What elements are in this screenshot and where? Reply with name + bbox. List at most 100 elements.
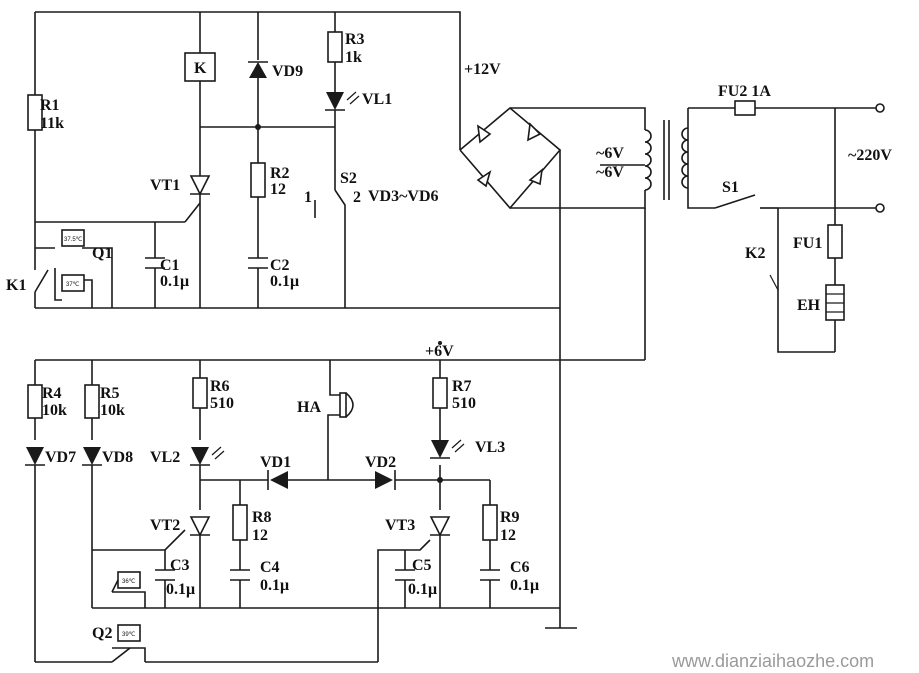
label-vd1: VD1 [260,454,291,471]
label-c5: C5 [412,557,432,574]
label-q2: Q2 [92,625,112,642]
value-c6: 0.1μ [510,577,539,594]
value-c1: 0.1μ [160,273,189,290]
label-s2-2: 2 [353,189,361,206]
diode-vd1 [267,470,288,490]
resistor-r6 [192,377,208,409]
label-r8: R8 [252,509,272,526]
ac-terminal-bottom [875,203,885,213]
value-c2: 0.1μ [270,273,299,290]
label-plus6v: +6V [425,343,454,360]
lower-wires [34,208,646,663]
value-c5: 0.1μ [408,581,437,598]
label-vl1: VL1 [362,91,392,108]
label-r5: R5 [100,385,120,402]
diode-vd7 [25,447,45,466]
label-c4: C4 [260,559,280,576]
label-vt3: VT3 [385,517,415,534]
label-37-5c: 37.5℃ [64,237,83,243]
label-r1: R1 [40,97,60,114]
label-s2: S2 [340,170,357,187]
bridge-wires [459,106,880,628]
label-36c: 36℃ [122,579,136,585]
resistor-r7 [432,377,448,409]
value-r2: 12 [270,181,286,198]
upper-wires [34,11,560,309]
label-r6: R6 [210,378,230,395]
label-vd2: VD2 [365,454,396,471]
thyristor-vt1 [189,168,211,196]
label-fu2: FU2 1A [718,83,771,100]
label-37c: 37℃ [66,282,80,288]
label-s1: S1 [722,179,739,196]
label-c1: C1 [160,257,180,274]
label-220v: ~220V [848,147,892,164]
label-39c: 39℃ [122,632,136,638]
label-r3: R3 [345,31,365,48]
bridge-diodes [476,122,544,188]
resistor-r3 [327,31,343,63]
resistor-r8 [232,504,248,541]
label-k1: K1 [6,277,26,294]
value-c4: 0.1μ [260,577,289,594]
label-6v-a: ~6V [596,145,624,162]
label-vl2: VL2 [150,449,180,466]
fuse-fu2 [734,100,756,116]
label-plus12v: +12V [464,61,501,78]
value-r9: 12 [500,527,516,544]
resistor-r2 [250,162,266,198]
label-s2-1: 1 [304,189,312,206]
switch-s1 [714,194,756,209]
resistor-r1 [27,94,43,131]
junctions [255,124,443,483]
label-ha: HA [297,399,321,416]
label-q1: Q1 [92,245,112,262]
led-vl3 [430,439,465,459]
transformer [644,120,689,200]
label-fu1: FU1 [793,235,822,252]
fuse-fu1 [827,224,843,259]
value-r5: 10k [100,402,125,419]
value-r8: 12 [252,527,268,544]
label-r9: R9 [500,509,520,526]
buzzer-ha [339,392,354,418]
thermostat-37 [61,274,85,292]
label-vd8: VD8 [102,449,133,466]
resistor-r4 [27,384,43,419]
label-vt2: VT2 [150,517,180,534]
watermark: www.dianziaihaozhe.com [671,651,874,671]
value-r1: 11k [40,115,64,132]
label-k2: K2 [745,245,765,262]
label-vl3: VL3 [475,439,505,456]
label-vd9: VD9 [272,63,303,80]
value-c3: 0.1μ [166,581,195,598]
labels: R1 11k K VD9 R3 1k VL1 +12V R2 12 VT1 S2… [6,31,892,671]
resistor-r5 [84,384,100,419]
label-eh: EH [797,297,821,314]
diode-vd2 [375,470,396,490]
ac-terminal-top [875,103,885,113]
value-r3: 1k [345,49,362,66]
value-r6: 510 [210,395,234,412]
thyristor-vt3 [429,516,451,537]
resistor-r9 [482,504,498,541]
value-r7: 510 [452,395,476,412]
label-c6: C6 [510,559,530,576]
label-vt1: VT1 [150,177,180,194]
led-vl2 [190,446,225,466]
relay-k [184,52,216,82]
diode-vd8 [82,447,102,466]
led-vl1 [325,91,360,111]
label-r4: R4 [42,385,62,402]
label-r7: R7 [452,378,472,395]
label-vd7: VD7 [45,449,76,466]
label-vd3-vd6: VD3~VD6 [368,188,439,205]
thyristor-vt2 [189,516,211,537]
label-c2: C2 [270,257,290,274]
diode-vd9 [248,61,268,78]
label-6v-b: ~6V [596,164,624,181]
label-r2: R2 [270,165,290,182]
label-k: K [194,60,207,77]
